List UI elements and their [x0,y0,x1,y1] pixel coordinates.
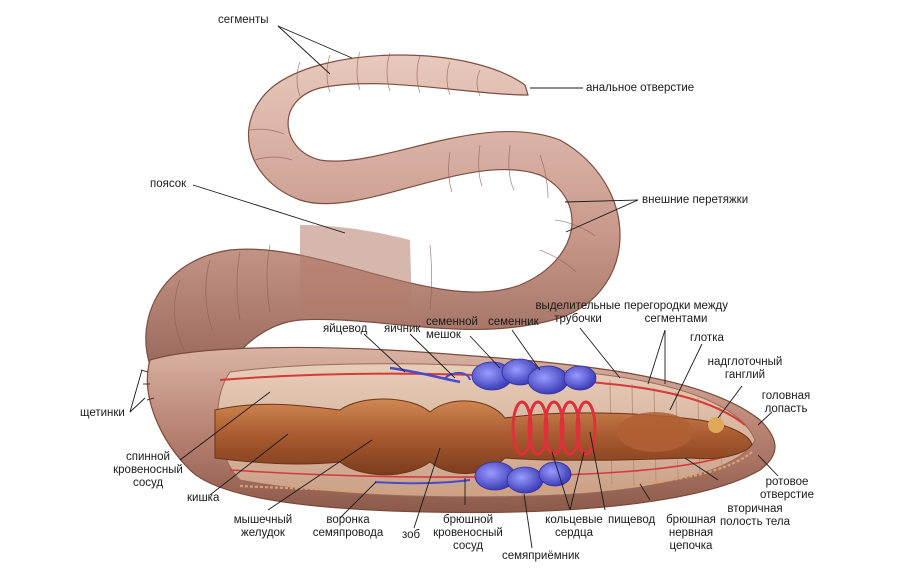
label-esophagus: пищевод [608,514,656,526]
oviduct [389,366,461,384]
label-external-constrictions: внешние перетяжки [642,194,749,206]
label-sperm-funnel: воронка семяпровода [312,514,384,539]
label-anus: анальное отверстие [586,82,695,94]
label-crop: зоб [402,529,421,541]
nerve-cord [239,451,753,493]
label-supraesophageal-ganglion: надглоточный ганглий [707,356,783,381]
label-seminal-receptacle: семяприёмник [502,550,580,562]
label-testis: семенник [488,316,539,328]
seminal-receptacles [474,461,572,494]
supraesophageal-ganglion-shape [708,417,724,433]
label-seminal-vesicle: семенной мешок [426,316,478,341]
label-ovary: яичник [384,323,421,335]
label-excretory-tubules: выделительные трубочки [535,300,621,325]
label-pharynx: глотка [690,332,724,344]
segment-rings [174,51,596,351]
label-intestine: кишка [187,492,220,504]
label-coelom: вторичная полость тела [719,503,791,528]
label-gizzard: мышечный желудок [233,514,293,539]
ovary [444,372,471,381]
label-oviduct: яйцевод [323,323,368,335]
label-prostomium: головная лопасть [761,390,811,415]
label-segments: сегменты [218,14,269,26]
label-hearts: кольцевые сердца [545,514,603,539]
label-nerve-cord: брюшная нервная цепочка [666,514,716,552]
leader-lines [129,25,779,549]
ring-hearts [511,400,597,456]
sperm-duct [374,479,471,485]
label-clitellum: поясок [150,178,187,190]
label-dorsal-vessel: спинной кровеносный сосуд [113,451,183,489]
clitellum-band [300,225,412,318]
label-ventral-vessel: брюшной кровеносный сосуд [433,514,503,552]
label-mouth: ротовое отверстие [759,476,815,501]
seminal-vesicles [471,358,597,395]
label-septa: перегородки между сегментами [624,300,728,325]
pharynx [617,412,693,452]
label-setae: щетинки [80,407,125,419]
